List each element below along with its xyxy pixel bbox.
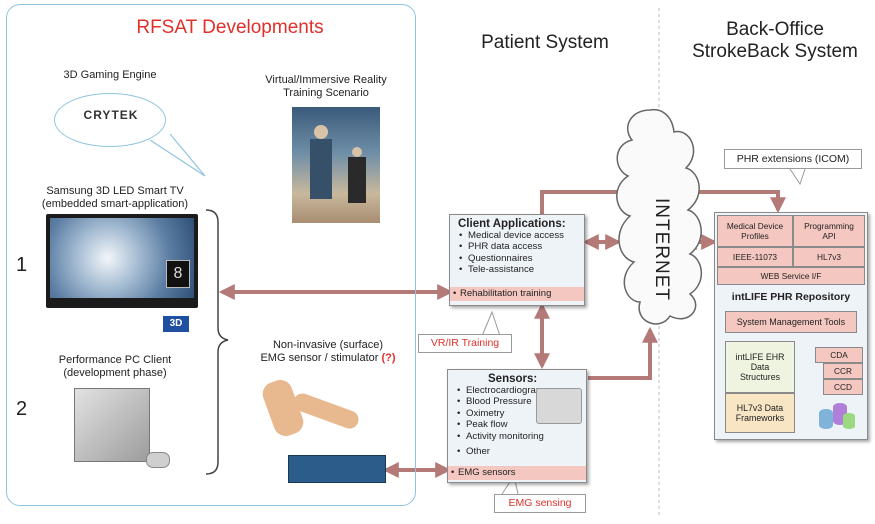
sensor-item: Blood Pressure bbox=[457, 396, 586, 408]
emg-question-mark: (?) bbox=[381, 352, 396, 364]
rfsat-title: RFSAT Developments bbox=[136, 17, 324, 38]
cell-text: Structures bbox=[739, 372, 781, 382]
cell-text: Programming bbox=[804, 221, 854, 231]
ieee-cell: IEEE-11073 bbox=[717, 247, 793, 267]
tv-label: Samsung 3D LED Smart TV (embedded smart-… bbox=[30, 185, 200, 211]
rehabilitation-highlight: Rehabilitation training bbox=[450, 287, 584, 301]
backoffice-title: Back-Office StrokeBack System bbox=[680, 19, 870, 63]
arrow-sensors-internet bbox=[588, 326, 658, 380]
sensors-box: Sensors: Electrocardiogram Blood Pressur… bbox=[447, 369, 587, 483]
cell-text: Frameworks bbox=[735, 413, 785, 423]
client-app-item: PHR data access bbox=[459, 241, 584, 253]
client-app-item: Tele-assistance bbox=[459, 264, 584, 276]
emg-device-image bbox=[288, 455, 386, 483]
cda-cell: CDA bbox=[815, 347, 863, 363]
emg-label-line1: Non-invasive (surface) bbox=[272, 339, 384, 351]
phr-repository-title: intLIFE PHR Repository bbox=[731, 291, 851, 303]
cell-text: Medical Device bbox=[726, 221, 784, 231]
hl7v3-cell: HL7v3 bbox=[793, 247, 865, 267]
cell-text: Profiles bbox=[741, 231, 769, 241]
tv-3d-badge: 3D bbox=[163, 316, 189, 332]
backoffice-title-line1: Back-Office bbox=[726, 19, 824, 40]
patient-system-title: Patient System bbox=[481, 32, 609, 53]
ccd-cell: CCD bbox=[823, 379, 863, 395]
web-service-cell: WEB Service I/F bbox=[717, 267, 865, 285]
phr-extensions-callout: PHR extensions (ICOM) bbox=[724, 149, 862, 169]
vr-scenario-label: Virtual/Immersive Reality Training Scena… bbox=[256, 74, 396, 100]
sensor-item-other: Other bbox=[457, 446, 586, 458]
crytek-logo: CRYTEK bbox=[83, 108, 139, 122]
tv-image: 8 bbox=[46, 214, 198, 308]
pc-label-line2: (development phase) bbox=[63, 367, 167, 379]
vr-callout-tail bbox=[481, 310, 501, 337]
client-apps-title: Client Applications: bbox=[458, 218, 566, 230]
emg-label: Non-invasive (surface) EMG sensor / stim… bbox=[244, 339, 412, 365]
sensor-item: Activity monitoring bbox=[457, 431, 586, 443]
options-brace bbox=[205, 209, 229, 475]
tv-label-line1: Samsung 3D LED Smart TV bbox=[46, 185, 184, 197]
client-applications-box: Client Applications: Medical device acce… bbox=[449, 214, 585, 306]
vr-training-callout: VR/IR Training bbox=[418, 334, 512, 353]
blood-pressure-device-image bbox=[536, 388, 582, 424]
client-app-item: Medical device access bbox=[459, 230, 584, 242]
option-1-number: 1 bbox=[16, 254, 28, 276]
emg-sensing-callout: EMG sensing bbox=[494, 494, 586, 513]
vr-scenario-line1: Virtual/Immersive Reality bbox=[265, 74, 387, 86]
pc-label-line1: Performance PC Client bbox=[58, 354, 172, 366]
sensor-item: Peak flow bbox=[457, 419, 586, 431]
cell-text: API bbox=[822, 231, 836, 241]
database-cylinders-image bbox=[815, 401, 859, 431]
crytek-bubble bbox=[54, 93, 166, 147]
pc-label: Performance PC Client (development phase… bbox=[40, 354, 190, 380]
vr-scenario-photo bbox=[292, 107, 380, 223]
gaming-engine-label: 3D Gaming Engine bbox=[63, 69, 157, 81]
backoffice-title-line2: StrokeBack System bbox=[692, 41, 858, 62]
sensor-item: Electrocardiogram bbox=[457, 385, 586, 397]
emg-sensors-highlight: EMG sensors bbox=[448, 466, 586, 480]
pc-image bbox=[74, 388, 150, 462]
sensors-list: Electrocardiogram Blood Pressure Oximetr… bbox=[454, 385, 586, 458]
gamepad-icon bbox=[146, 452, 170, 468]
ccr-cell: CCR bbox=[823, 363, 863, 379]
sensors-title: Sensors: bbox=[488, 373, 538, 385]
cell-text: HL7v3 Data bbox=[736, 403, 784, 413]
option-2-number: 2 bbox=[16, 398, 28, 420]
system-management-cell: System Management Tools bbox=[725, 311, 857, 333]
internet-cloud bbox=[616, 108, 702, 325]
tv-badge: 8 bbox=[166, 260, 190, 288]
emg-label-line2: EMG sensor / stimulator bbox=[260, 352, 379, 364]
rfsat-panel bbox=[6, 4, 416, 506]
sensor-item: Oximetry bbox=[457, 408, 586, 420]
cell-text: Data bbox=[750, 362, 770, 372]
tv-label-line2: (embedded smart-application) bbox=[41, 198, 189, 210]
vr-scenario-line2: Training Scenario bbox=[283, 87, 369, 99]
cell-text: intLIFE EHR bbox=[735, 352, 785, 362]
client-apps-list: Medical device access PHR data access Qu… bbox=[456, 230, 584, 276]
arm-electrodes-image bbox=[259, 372, 362, 440]
crytek-bubble-tail bbox=[149, 133, 206, 177]
internet-label: INTERNET bbox=[651, 198, 672, 301]
client-app-item: Questionnaires bbox=[459, 253, 584, 265]
phr-callout-tail bbox=[787, 165, 807, 186]
